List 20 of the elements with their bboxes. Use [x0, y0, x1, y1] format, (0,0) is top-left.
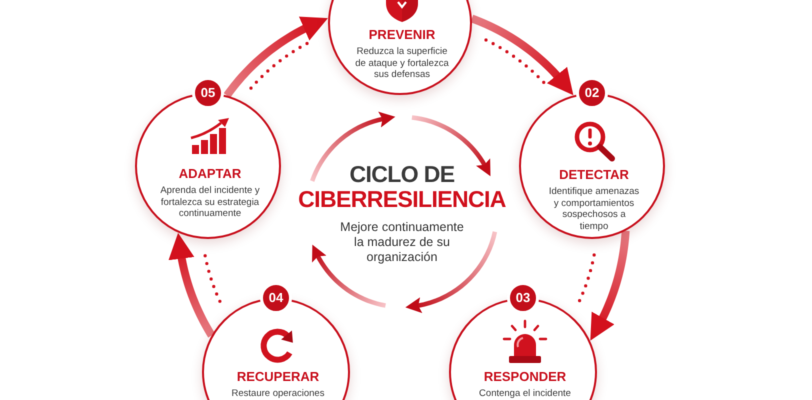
arrow: [590, 230, 630, 341]
step-description: Restaure operaciones: [232, 388, 324, 400]
step-title: ADAPTAR: [178, 166, 242, 182]
step-title: DETECTAR: [559, 167, 629, 183]
step-description: Reduzca la superficie de ataque y fortalezca sus defensas: [354, 46, 450, 80]
arrow: [224, 16, 328, 98]
arrow: [168, 232, 216, 338]
step-title: RESPONDER: [484, 369, 566, 385]
step-description: Identifique amenazas y comportamientos sospechosos a tiempo: [548, 186, 640, 232]
step-title: RECUPERAR: [236, 369, 320, 385]
step-number-badge: 04: [260, 282, 292, 314]
step-title: PREVENIR: [368, 27, 436, 43]
step-description: Contenga el incidente: [479, 388, 571, 400]
step-number-badge: 05: [192, 77, 224, 109]
step-number-badge: 03: [507, 282, 539, 314]
arrow: [470, 14, 574, 96]
step-number-badge: 02: [576, 77, 608, 109]
cycle-title: CICLO DE CIBERRESILIENCIA: [297, 162, 507, 212]
step-description: Aprenda del incidente y fortalezca su estrategia continuamente: [159, 185, 261, 220]
cycle-subtitle: Mejore continuamente la madurez de su organización: [339, 220, 465, 265]
